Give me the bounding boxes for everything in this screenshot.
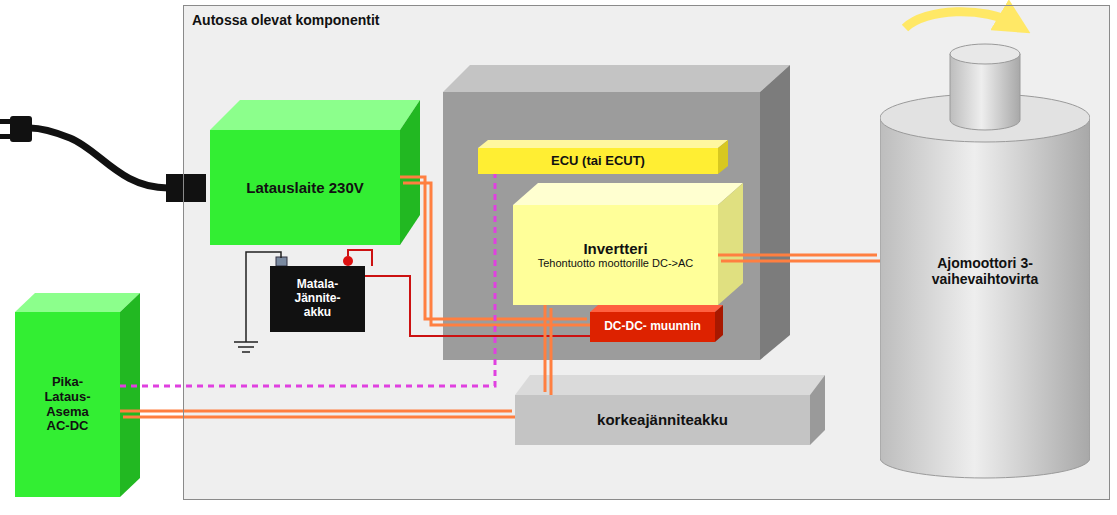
connector-line — [715, 254, 877, 257]
plug-socket — [166, 174, 206, 202]
connector — [715, 255, 883, 261]
battery-plus-wire — [348, 250, 372, 266]
motor-body — [880, 118, 1090, 478]
rotation-arrow — [905, 12, 1015, 28]
fast-charging-station: Pika-Lataus-Asema AC-DC — [15, 312, 120, 497]
box-side-face — [718, 140, 728, 174]
node-label: Autossa olevat komponentit — [192, 12, 379, 28]
ecu-bar: ECU (tai ECUT) — [478, 148, 718, 174]
ground-symbol — [234, 342, 258, 352]
node-label: DC-DC- muunnin — [604, 320, 701, 334]
drive-motor: Ajomoottori 3- vaihevaihtovirta — [880, 40, 1090, 480]
box-side-face — [810, 375, 825, 445]
cube-top-face — [443, 65, 790, 92]
connector-line — [117, 410, 512, 413]
node-label: korkeajänniteakku — [597, 411, 728, 428]
node-label: Latauslaite 230V — [246, 179, 364, 196]
node-label: ECU (tai ECUT) — [551, 154, 645, 169]
plug-body — [10, 116, 32, 142]
battery-terminal-minus — [276, 257, 287, 266]
low-voltage-battery: Matala-Jännite-akku — [270, 266, 365, 332]
node-label: Matala-Jännite-akku — [284, 278, 351, 319]
box-top-face — [210, 100, 420, 130]
box-top-face — [515, 375, 825, 395]
charger-box: Latauslaite 230V — [210, 130, 400, 245]
box-side-face — [715, 305, 723, 342]
box-top-face — [15, 293, 140, 312]
cube-side-face — [760, 65, 790, 360]
plug-cable — [30, 128, 168, 188]
panel-box: Autossa olevat komponentitLatauslaite 23… — [183, 5, 1110, 500]
node-label: Pika-Lataus-Asema AC-DC — [37, 375, 98, 435]
connector-line — [721, 260, 883, 263]
panel-ground — [183, 5, 1110, 500]
connector-line — [544, 302, 547, 392]
connector — [117, 411, 518, 417]
box-top-face — [590, 305, 723, 312]
box-side-face — [400, 100, 420, 245]
node-sublabel: Tehontuotto moottorille DC->AC — [538, 257, 694, 270]
inverter-box: InvertteriTehontuotto moottorille DC->AC — [513, 205, 718, 305]
dcdc-converter: DC-DC- muunnin — [590, 312, 715, 342]
box-side-face — [718, 183, 743, 305]
box-top-face — [513, 183, 743, 205]
box-side-face — [120, 293, 140, 497]
plug-prong — [0, 134, 11, 139]
motor-shaft — [950, 54, 1020, 130]
motor-shaft-top — [950, 44, 1020, 64]
battery-terminal-plus — [343, 256, 353, 266]
connector — [545, 302, 551, 398]
connector-line — [550, 308, 553, 398]
high-voltage-battery: korkeajänniteakku — [515, 395, 810, 445]
box-top-face — [478, 140, 728, 148]
plug-prong — [0, 119, 11, 124]
node-label: Ajomoottori 3- vaihevaihtovirta — [905, 255, 1065, 287]
node-label: Invertteri — [583, 240, 647, 257]
